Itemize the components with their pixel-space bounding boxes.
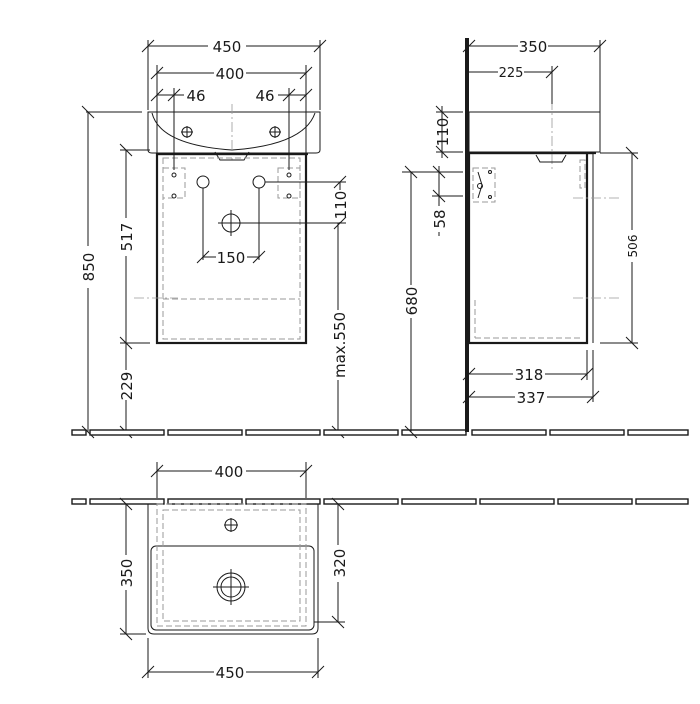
svg-text:337: 337: [517, 389, 546, 407]
dim-overall-height: 850: [80, 105, 142, 439]
dim-unit-width: 400: [150, 65, 313, 154]
svg-text:320: 320: [331, 549, 349, 578]
wall: [465, 38, 469, 432]
svg-text:850: 850: [80, 253, 98, 282]
svg-text:350: 350: [118, 559, 136, 588]
svg-text:400: 400: [216, 65, 245, 83]
dim-waste-height: max.550: [331, 223, 349, 439]
wall-line: [71, 498, 689, 505]
dim-supply-offset: 110: [240, 175, 350, 230]
dim-floor-to-unit: 229: [118, 336, 150, 439]
svg-text:46: 46: [186, 87, 205, 105]
front-view: 450 400 46 46 850: [80, 38, 350, 439]
svg-text:225: 225: [499, 66, 524, 81]
svg-text:229: 229: [118, 372, 136, 401]
waste-outlet-icon: [213, 569, 249, 605]
dim-unit-side-height: 506: [600, 146, 640, 350]
svg-text:max.550: max.550: [331, 312, 349, 378]
svg-text:318: 318: [515, 366, 544, 384]
svg-text:680: 680: [403, 287, 421, 316]
dim-plan-basin-width: 450: [141, 638, 325, 682]
dim-plan-basin-depth: 350: [118, 497, 146, 641]
dim-basin-width: 450: [141, 38, 327, 110]
svg-text:517: 517: [118, 223, 136, 252]
side-view: 350 225 110 58 680: [402, 38, 640, 439]
svg-text:150: 150: [217, 249, 246, 267]
plan-view: 400 350 320 450: [71, 462, 689, 682]
dim-bracket-offset: 58: [402, 165, 463, 236]
dim-tap-hole-right: 46: [255, 87, 313, 170]
dim-plan-bowl-depth: 320: [314, 497, 349, 629]
dim-tap-centre: 225: [469, 65, 559, 104]
dim-unit-height: 517: [118, 143, 150, 343]
dim-bracket-height: 680: [403, 165, 421, 439]
tap-hole-icon: [269, 126, 281, 138]
svg-text:350: 350: [519, 38, 548, 56]
dim-basin-height: 110: [434, 105, 463, 159]
dim-unit-depth: 337: [462, 350, 600, 407]
dim-side-basin-depth: 350: [462, 38, 607, 112]
front-vanity-unit: [134, 152, 308, 345]
svg-text:110: 110: [332, 191, 350, 220]
svg-text:110: 110: [434, 118, 452, 147]
svg-text:506: 506: [626, 235, 640, 258]
dim-tap-hole-left: 46: [150, 87, 206, 170]
svg-text:450: 450: [216, 664, 245, 682]
svg-text:450: 450: [213, 38, 242, 56]
svg-text:58: 58: [431, 209, 449, 228]
tap-hole-icon: [224, 518, 238, 532]
floor-line: [71, 429, 689, 436]
dim-supply-spacing: 150: [196, 188, 266, 267]
dim-plan-unit-width: 400: [150, 462, 313, 498]
svg-text:400: 400: [215, 463, 244, 481]
tap-hole-icon: [181, 126, 193, 138]
dim-unit-body-depth: 318: [462, 350, 594, 384]
svg-text:46: 46: [255, 87, 274, 105]
